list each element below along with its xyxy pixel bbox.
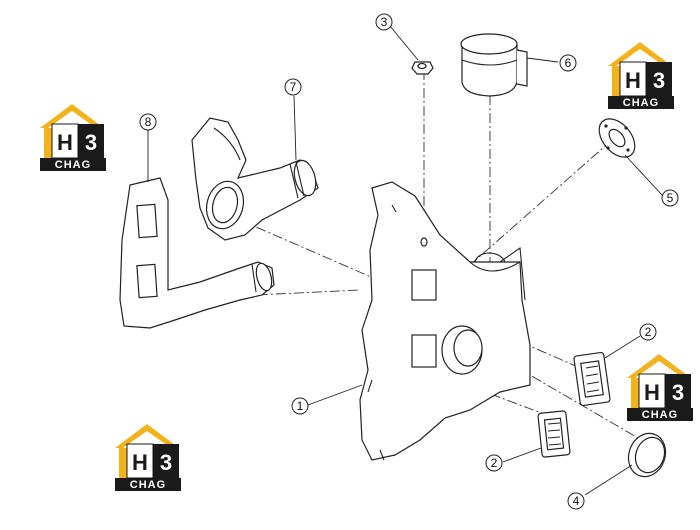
svg-text:H: H [644, 380, 660, 405]
part-3-nut [411, 61, 434, 75]
part-6-cup [460, 33, 528, 97]
part-4-cap [627, 432, 667, 478]
svg-text:4: 4 [573, 494, 580, 508]
watermark-logo-middle-right: H 3 CHAG [626, 353, 694, 422]
svg-text:CHAG: CHAG [642, 409, 678, 421]
callout-6: 6 [559, 54, 577, 72]
callout-5: 5 [661, 189, 679, 207]
callout-4: 4 [567, 492, 585, 510]
watermark-logo-bottom-left: H 3 CHAG [114, 423, 182, 492]
svg-text:2: 2 [645, 325, 652, 339]
part-5-flange [598, 118, 636, 158]
svg-text:CHAG: CHAG [55, 159, 91, 171]
svg-text:H: H [625, 68, 641, 93]
svg-text:CHAG: CHAG [130, 479, 166, 491]
callout-2-upper: 2 [639, 323, 657, 341]
svg-text:3: 3 [653, 68, 665, 93]
part-2-grille-upper [573, 351, 611, 407]
svg-text:CHAG: CHAG [623, 97, 659, 109]
callout-8: 8 [139, 113, 157, 131]
svg-text:6: 6 [565, 56, 572, 70]
watermark-logo-top-right: H 3 CHAG [607, 41, 675, 110]
svg-text:7: 7 [290, 80, 297, 94]
callout-7: 7 [284, 78, 302, 96]
svg-text:H: H [132, 450, 148, 475]
leader-lines [147, 25, 663, 496]
svg-text:8: 8 [145, 115, 152, 129]
part-8-l-duct [119, 177, 275, 329]
svg-text:3: 3 [160, 450, 172, 475]
callout-1: 1 [291, 397, 309, 415]
part-7-elbow-duct [191, 117, 319, 241]
watermark-logo-top-left: H 3 CHAG [39, 103, 107, 172]
callout-2-lower: 2 [485, 454, 503, 472]
svg-text:5: 5 [667, 191, 674, 205]
svg-text:3: 3 [672, 380, 684, 405]
part-1-panel [359, 181, 531, 461]
callout-3: 3 [375, 13, 393, 31]
svg-text:H: H [57, 130, 73, 155]
svg-text:3: 3 [85, 130, 97, 155]
part-2-grille-lower [537, 410, 571, 458]
svg-text:1: 1 [297, 399, 304, 413]
svg-text:3: 3 [381, 15, 388, 29]
svg-text:2: 2 [491, 456, 498, 470]
